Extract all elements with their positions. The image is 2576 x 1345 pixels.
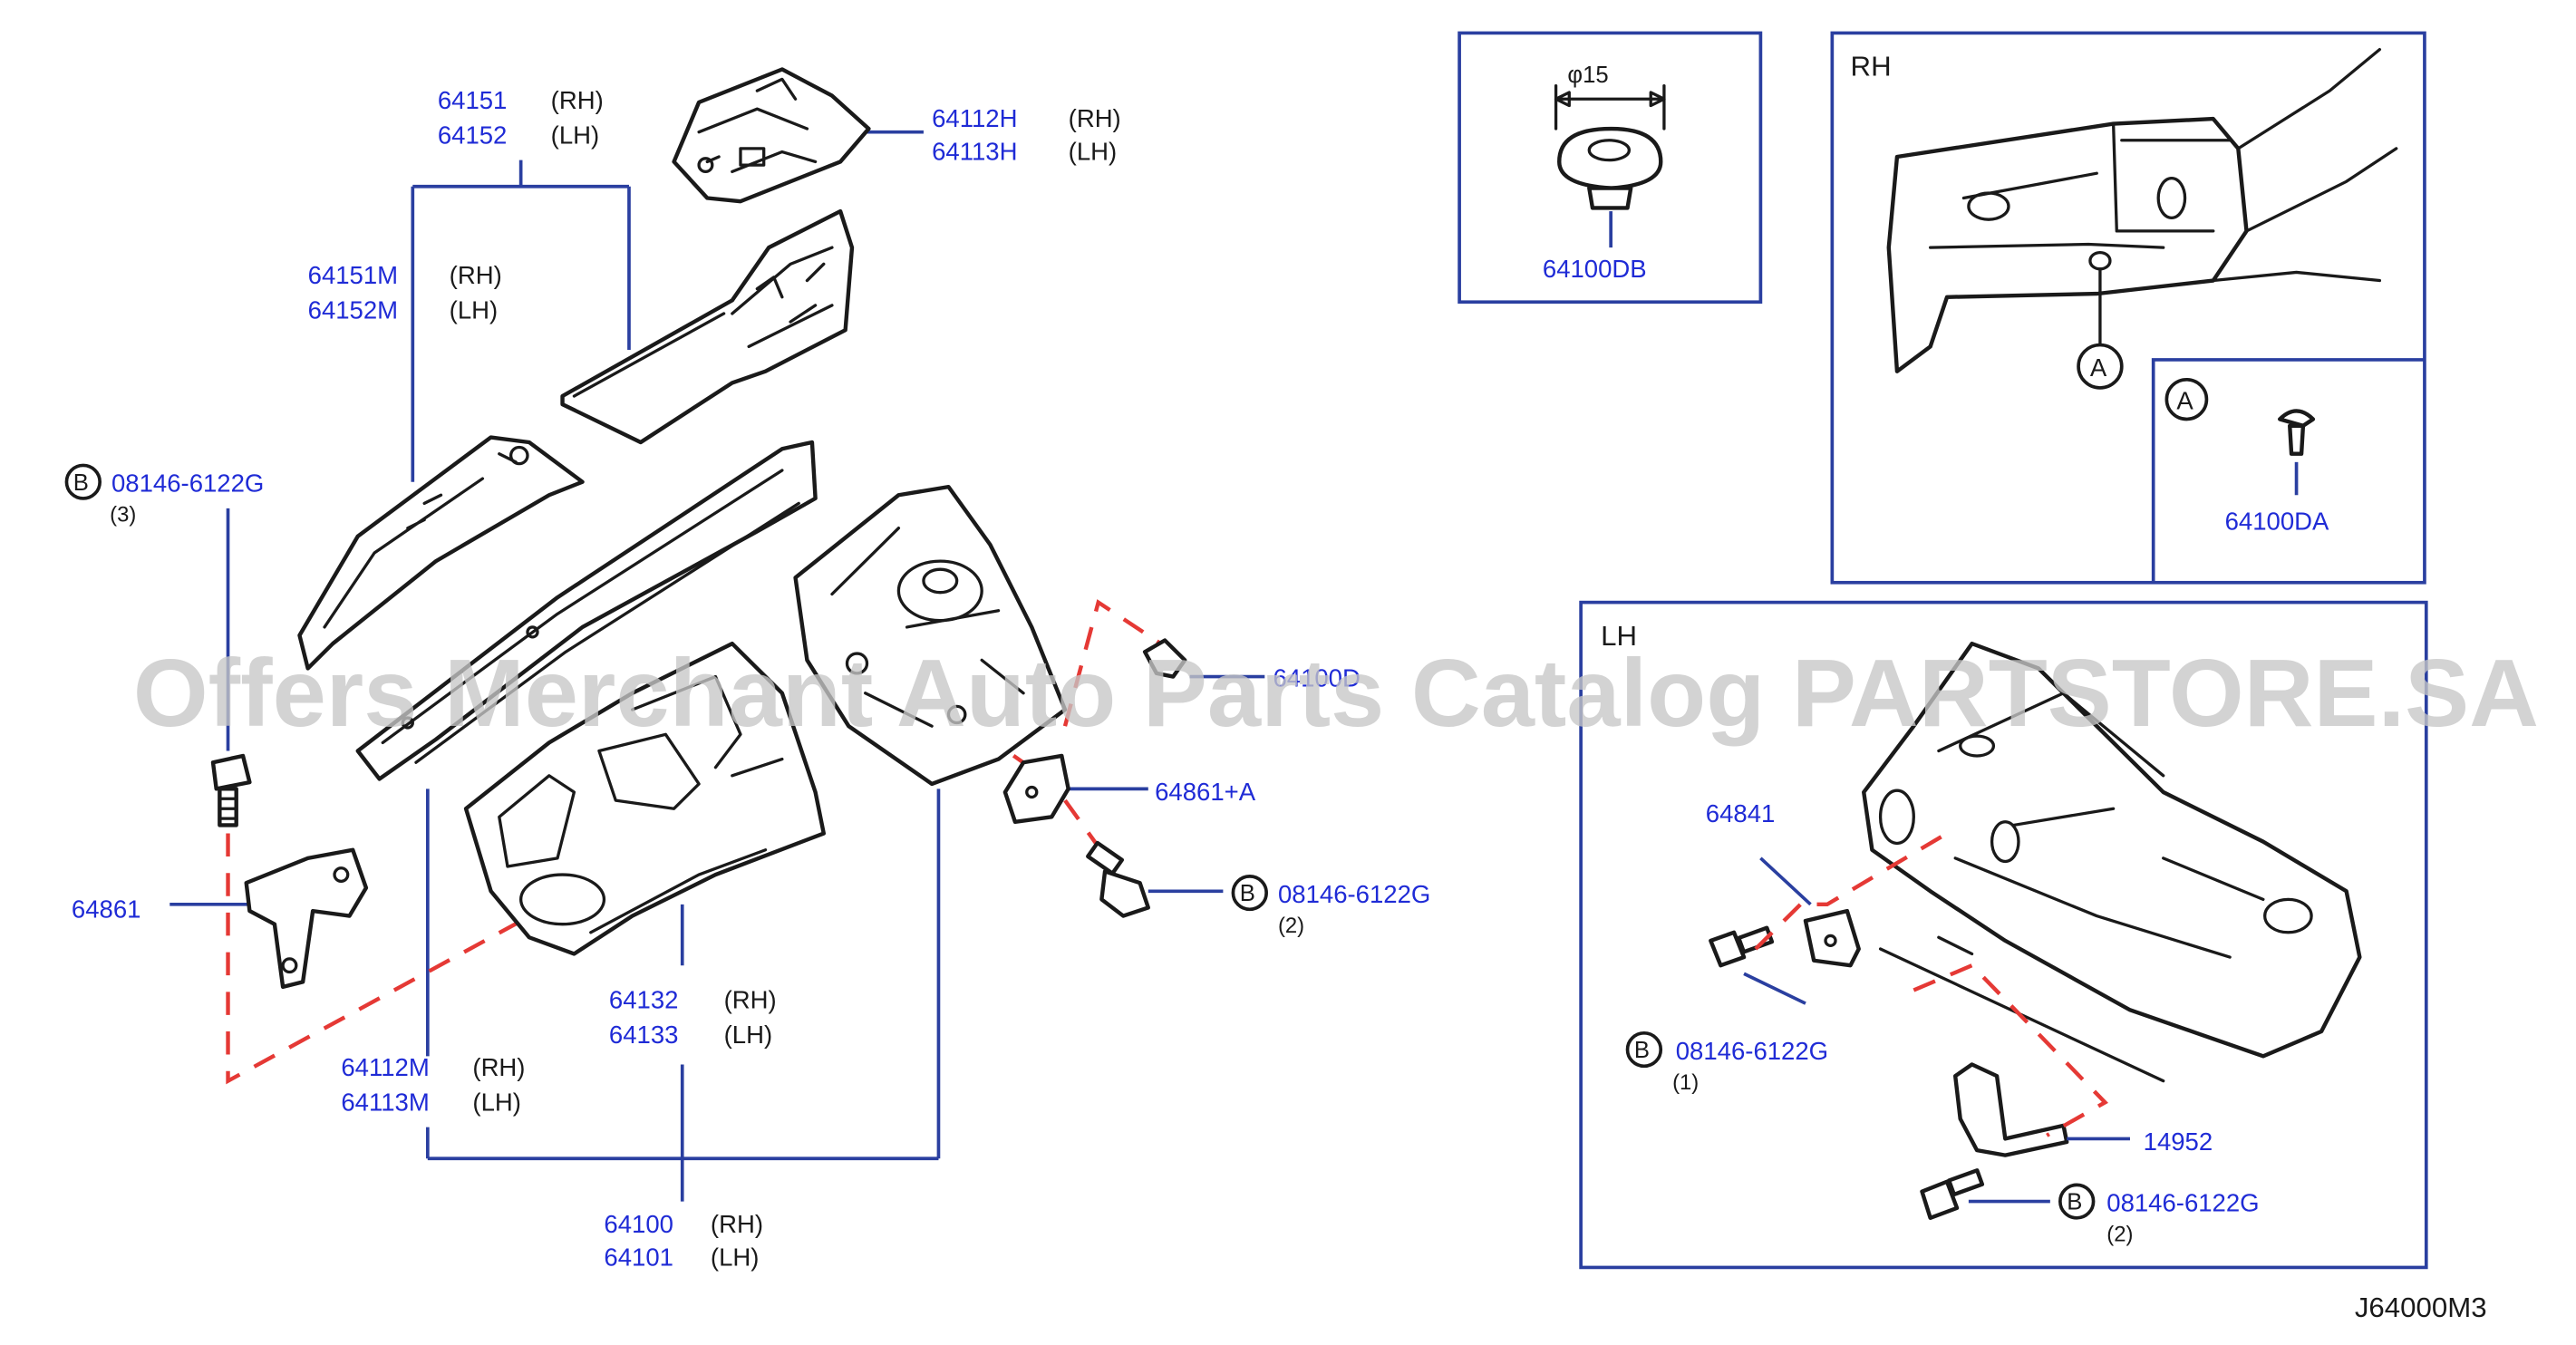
label-64151: 64151 [438,86,508,114]
dim-phi15: φ15 [1567,63,1608,88]
svg-text:(RH): (RH) [472,1053,525,1081]
lh-title: LH [1601,620,1637,652]
main-view-labels: 64151 (RH) 64152 (LH) 64112H (RH) 64113H… [64,86,1430,1272]
lh-box: LH 64841 B 08146-6122G (1) 14952 B 08146… [1579,600,2428,1270]
rh-title: RH [1851,51,1892,82]
svg-text:(LH): (LH) [450,296,499,324]
part-64152m-drawing [297,435,585,671]
svg-text:B: B [2067,1190,2082,1215]
svg-text:(LH): (LH) [472,1089,521,1117]
part-64861a-drawing [1002,753,1070,824]
label-64100d: 64100D [1273,664,1360,692]
label-64100da: 64100DA [2225,508,2329,536]
label-bolt-top: 08146-6122G [111,469,264,498]
label-64861: 64861 [72,895,141,924]
label-64151m: 64151M [308,261,398,289]
part-long-member-drawing [355,440,818,781]
bolt-b-top-drawing [210,753,252,827]
clip-64100d-drawing [1142,638,1187,679]
part-64100-drawing [793,484,1068,787]
label-64841: 64841 [1706,799,1776,827]
label-bolt-mid: 08146-6122G [1278,880,1430,908]
svg-text:(LH): (LH) [724,1021,773,1049]
svg-text:(RH): (RH) [1069,104,1121,132]
svg-text:(RH): (RH) [551,86,604,114]
part-64151m-drawing [560,208,855,445]
label-14952: 14952 [2144,1127,2213,1156]
svg-text:(LH): (LH) [551,121,600,150]
label-64861a: 64861+A [1155,778,1256,806]
callout-a-rh: A [2090,353,2107,382]
label-64100db: 64100DB [1543,255,1647,283]
label-64112m: 64112M [341,1053,429,1081]
leader-lines [169,130,1265,1202]
bolt-b-mid-drawing [1086,840,1150,918]
part-64112h-drawing [672,67,871,204]
svg-text:(LH): (LH) [1069,138,1118,166]
svg-text:(LH): (LH) [711,1243,760,1272]
label-64152: 64152 [438,121,508,150]
callout-a-inset: A [2176,387,2193,415]
svg-text:(2): (2) [1278,914,1304,938]
label-64101: 64101 [604,1243,673,1272]
svg-text:(RH): (RH) [450,261,502,289]
label-bolt-lh-1: 08146-6122G [1676,1037,1828,1065]
part-64861-drawing [244,847,369,990]
svg-text:B: B [73,470,89,496]
svg-text:B: B [1240,881,1255,906]
label-64133: 64133 [609,1021,679,1049]
svg-text:(1): (1) [1672,1070,1699,1095]
label-64113m: 64113M [341,1089,429,1117]
diagram-code: J64000M3 [2355,1292,2487,1323]
detail-box-64100db: φ15 64100DB [1457,31,1763,305]
label-bolt-lh-2: 08146-6122G [2106,1189,2259,1217]
label-64152m: 64152M [308,296,398,324]
svg-text:(RH): (RH) [724,986,777,1014]
label-64112h: 64112H [932,104,1017,132]
svg-text:(2): (2) [2106,1222,2133,1246]
label-64132: 64132 [609,986,679,1014]
label-64100: 64100 [604,1210,673,1238]
part-64132-drawing [463,641,826,956]
watermark: Offers Merchant Auto Parts Catalog PARTS… [133,641,2539,748]
svg-text:(RH): (RH) [711,1210,763,1238]
label-64113h: 64113H [932,138,1017,166]
svg-text:B: B [1634,1038,1650,1063]
rh-box: RH A A 64100DA [1830,31,2426,585]
svg-text:(3): (3) [110,502,136,527]
